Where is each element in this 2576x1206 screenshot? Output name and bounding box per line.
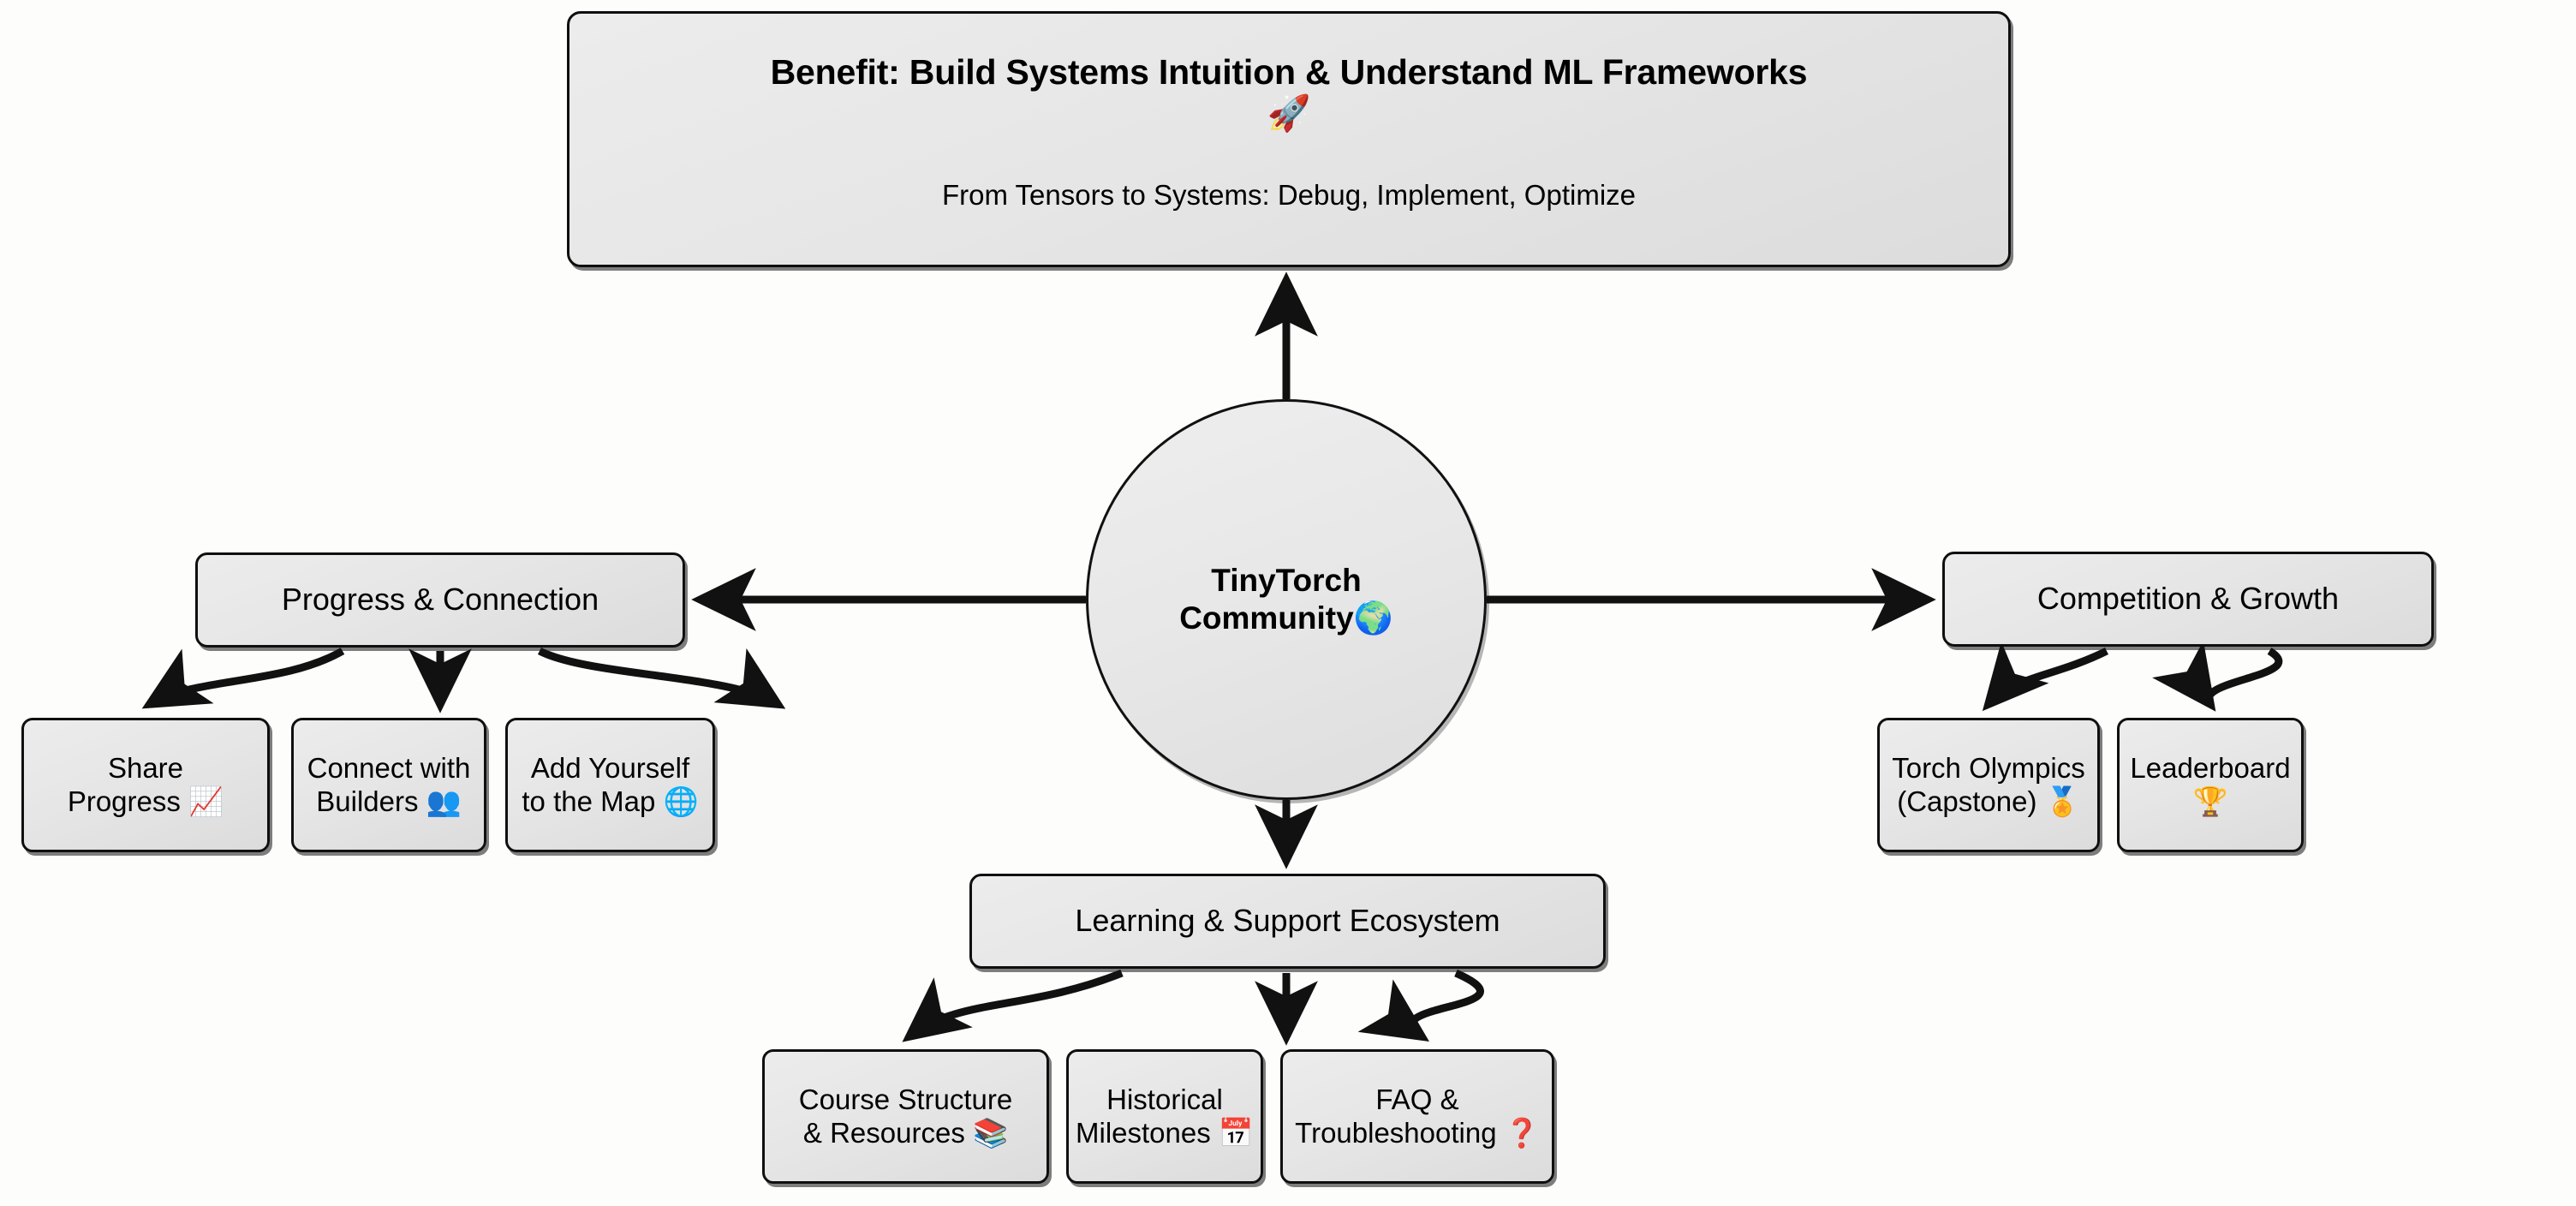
leaf-map-line2: to the Map 🌐	[522, 785, 698, 819]
leaf-milestones-line1: Historical	[1106, 1083, 1223, 1115]
books-icon: 📚	[973, 1115, 1009, 1149]
leaf-course-line2: & Resources 📚	[802, 1115, 1009, 1150]
leaf-faq-line1: FAQ &	[1375, 1083, 1459, 1115]
center-node-line2-text: Community	[1179, 600, 1354, 636]
edge-learning-to-course	[902, 969, 1124, 1042]
edge-learning-to-faq	[1357, 969, 1484, 1042]
branch-competition-label: Competition & Growth	[2036, 581, 2340, 617]
leaf-add-yourself-to-the-map[interactable]: Add Yourself to the Map 🌐	[505, 718, 715, 852]
benefit-title-text: Benefit: Build Systems Intuition & Under…	[770, 52, 1808, 92]
globe-with-meridians-icon: 🌐	[663, 784, 699, 818]
leaf-faq-and-troubleshooting[interactable]: FAQ & Troubleshooting ❓	[1280, 1049, 1554, 1184]
leaf-map-line2-text: to the Map	[522, 785, 656, 817]
calendar-icon: 📅	[1218, 1115, 1254, 1149]
leaf-course-line2-text: & Resources	[802, 1116, 965, 1149]
leaf-share-progress[interactable]: Share Progress 📈	[21, 718, 270, 852]
chart-increasing-icon: 📈	[188, 784, 224, 818]
leaf-course-structure-and-resources[interactable]: Course Structure & Resources 📚	[762, 1049, 1049, 1184]
center-node-line1: TinyTorch	[1211, 563, 1362, 599]
globe-americas-icon: 🌍	[1353, 600, 1393, 636]
leaf-torch-olympics-capstone[interactable]: Torch Olympics (Capstone) 🏅	[1877, 718, 2100, 852]
leaf-milestones-line2-text: Milestones	[1076, 1116, 1211, 1149]
leaf-olympics-line1: Torch Olympics	[1892, 751, 2085, 784]
center-node-tinytorch-community[interactable]: TinyTorch Community🌍	[1086, 399, 1487, 800]
center-node-line2: Community🌍	[1179, 600, 1393, 637]
leaf-share-progress-line2: Progress 📈	[68, 785, 224, 819]
leaf-faq-line2-text: Troubleshooting	[1295, 1116, 1497, 1149]
leaf-historical-milestones[interactable]: Historical Milestones 📅	[1066, 1049, 1263, 1184]
leaf-leaderboard-line1: Leaderboard	[2130, 751, 2291, 784]
edge-competition-to-olympics	[1982, 641, 2109, 712]
edge-progress-to-map	[537, 647, 786, 709]
rocket-icon: 🚀	[1267, 93, 1311, 134]
leaf-olympics-line2-text: (Capstone)	[1897, 785, 2037, 817]
trophy-icon: 🏆	[2192, 784, 2228, 818]
leaf-course-line1: Course Structure	[798, 1083, 1013, 1115]
edge-competition-to-leaderboard	[2152, 640, 2283, 712]
branch-learning-label: Learning & Support Ecosystem	[1075, 903, 1500, 939]
question-mark-icon: ❓	[1504, 1115, 1540, 1149]
busts-in-silhouette-icon: 👥	[426, 784, 462, 818]
leaf-connect-line2: Builders 👥	[316, 785, 462, 819]
leaf-map-line1: Add Yourself	[530, 751, 690, 784]
benefit-banner: Benefit: Build Systems Intuition & Under…	[567, 11, 2011, 267]
leaf-connect-line1: Connect with	[307, 751, 471, 784]
leaf-share-progress-line2-text: Progress	[67, 785, 181, 817]
branch-progress-label: Progress & Connection	[281, 582, 599, 618]
leaf-connect-with-builders[interactable]: Connect with Builders 👥	[291, 718, 486, 852]
leaf-faq-line2: Troubleshooting ❓	[1295, 1115, 1540, 1150]
branch-learning-and-support-ecosystem[interactable]: Learning & Support Ecosystem	[969, 874, 1606, 969]
benefit-title: Benefit: Build Systems Intuition & Under…	[771, 51, 1808, 134]
leaf-connect-line2-text: Builders	[316, 785, 419, 817]
branch-competition-and-growth[interactable]: Competition & Growth	[1942, 552, 2434, 647]
branch-progress-and-connection[interactable]: Progress & Connection	[195, 552, 685, 648]
leaf-share-progress-line1: Share	[107, 751, 184, 784]
leaf-olympics-line2: (Capstone) 🏅	[1897, 785, 2080, 819]
leaf-leaderboard[interactable]: Leaderboard 🏆	[2117, 718, 2304, 852]
sports-medal-icon: 🏅	[2044, 784, 2080, 818]
benefit-subtitle: From Tensors to Systems: Debug, Implemen…	[942, 178, 1636, 211]
edge-progress-to-share	[141, 648, 345, 709]
leaf-milestones-line2: Milestones 📅	[1076, 1115, 1254, 1150]
